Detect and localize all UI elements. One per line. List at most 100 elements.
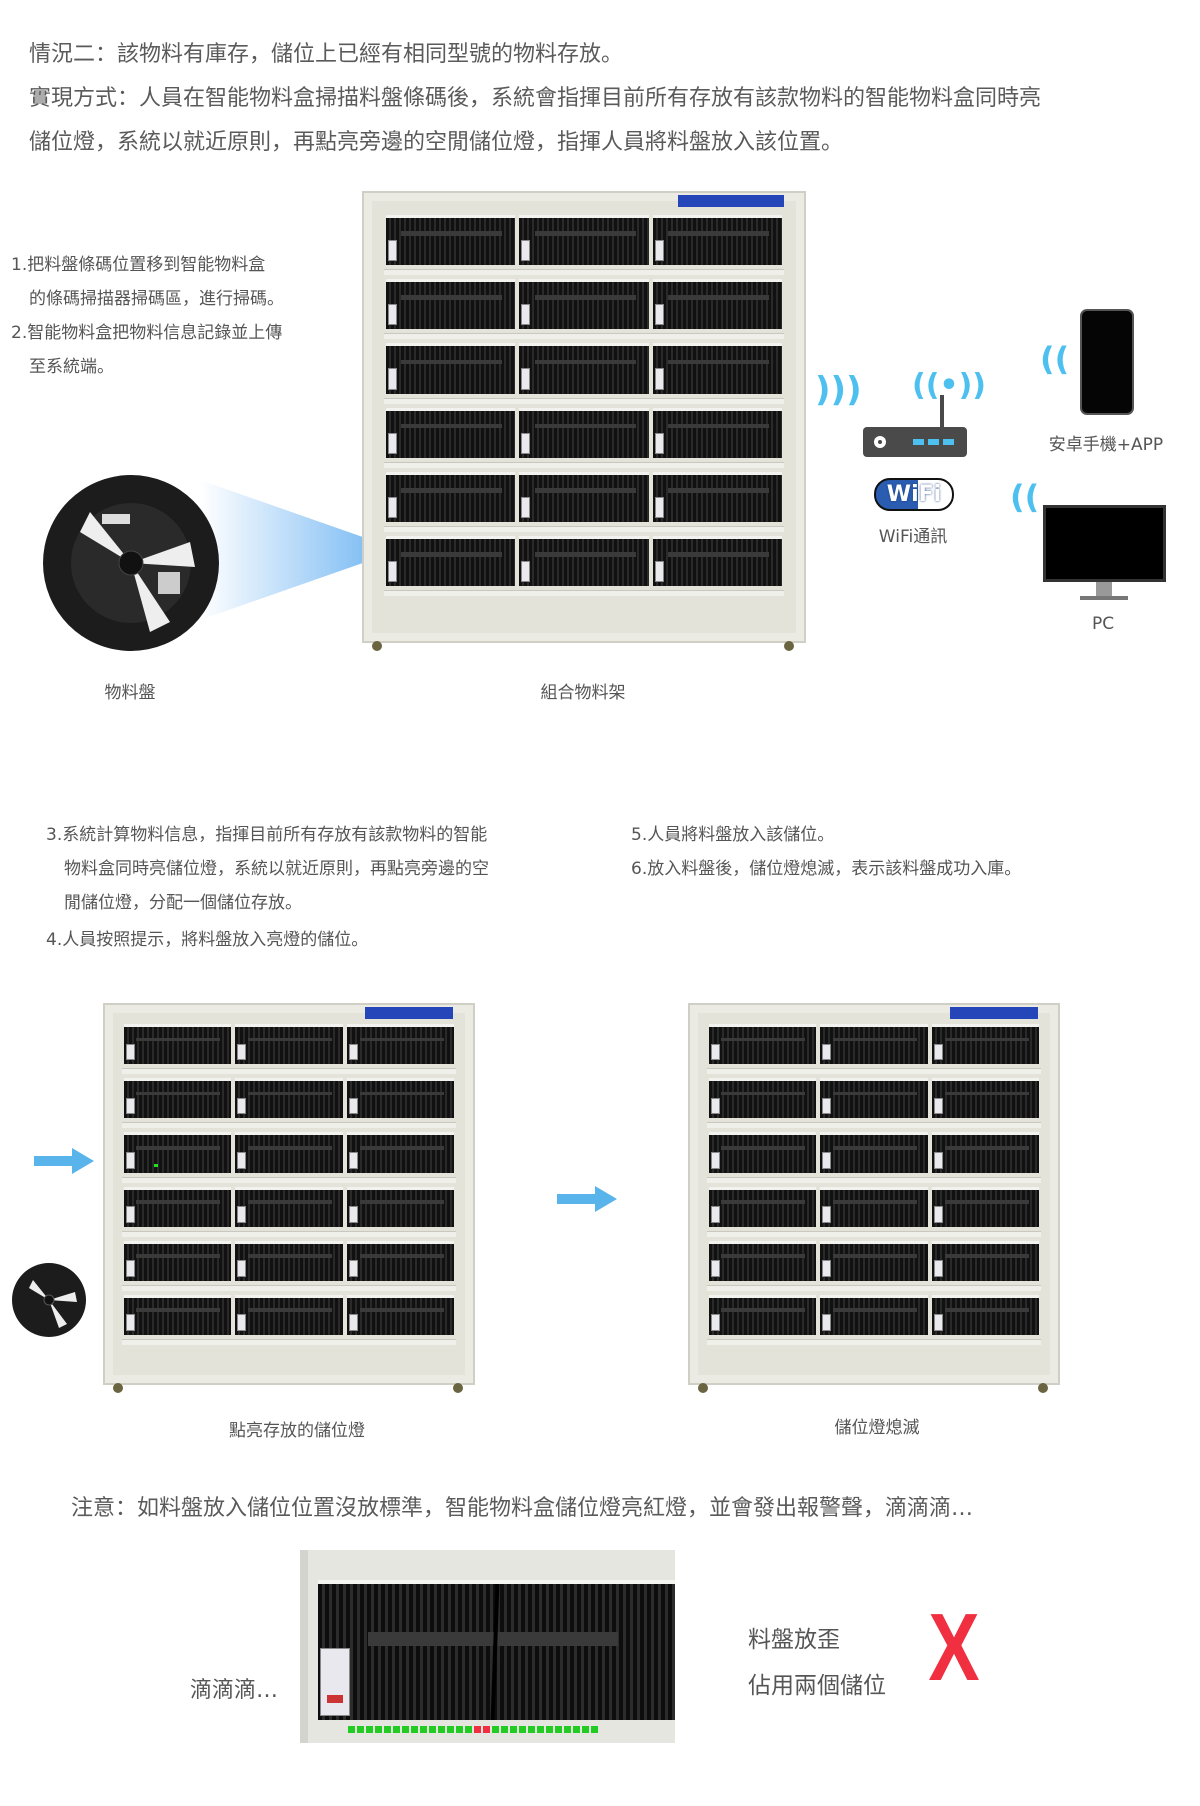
smart-material-box <box>123 1240 232 1281</box>
red-led <box>474 1726 481 1733</box>
green-led <box>420 1726 427 1733</box>
green-led <box>456 1726 463 1733</box>
box-controller <box>710 1206 720 1223</box>
monitor-base <box>1080 596 1128 600</box>
box-controller <box>348 1097 358 1115</box>
caster-wheel <box>113 1383 123 1393</box>
box-controller <box>710 1260 720 1277</box>
shelf <box>121 1176 457 1183</box>
green-led <box>411 1726 418 1733</box>
shelf <box>706 1230 1042 1237</box>
smart-material-box <box>123 1024 232 1065</box>
rack-off <box>688 1003 1060 1393</box>
shelf <box>706 1122 1042 1129</box>
smart-material-box <box>931 1240 1040 1281</box>
pc-label: PC <box>1091 614 1115 634</box>
smart-material-box <box>931 1186 1040 1227</box>
green-led <box>393 1726 400 1733</box>
green-led <box>501 1726 508 1733</box>
green-led <box>573 1726 580 1733</box>
shelf <box>383 397 785 404</box>
smart-material-box <box>346 1240 455 1281</box>
router-icon <box>863 395 967 457</box>
smart-material-box <box>708 1078 817 1119</box>
issue-tilted: 料盤放歪 <box>748 1627 840 1653</box>
caster-wheel <box>1038 1383 1048 1393</box>
box-controller <box>521 496 531 518</box>
controller-unit <box>320 1648 350 1716</box>
smart-material-box <box>123 1295 232 1336</box>
box-controller <box>125 1206 135 1223</box>
step-2-line-1: 2.智能物料盒把物料信息記錄並上傳 <box>11 323 283 343</box>
led-strip <box>348 1726 598 1733</box>
shelf <box>121 1068 457 1075</box>
step-3-line-2: 物料盒同時亮儲位燈，系統以就近原則，再點亮旁邊的空 <box>64 859 489 879</box>
box-controller <box>387 432 397 454</box>
green-led <box>555 1726 562 1733</box>
green-led <box>537 1726 544 1733</box>
box-controller <box>348 1206 358 1223</box>
smart-material-box <box>820 1240 928 1281</box>
smart-material-box <box>235 1295 343 1336</box>
smart-material-box <box>385 407 516 458</box>
monitor-stand <box>1096 582 1112 596</box>
smart-material-box <box>708 1186 817 1227</box>
smart-material-box <box>519 407 649 458</box>
smart-material-box <box>820 1078 928 1119</box>
smart-material-box <box>652 279 783 330</box>
rack-label: 組合物料架 <box>540 683 626 703</box>
green-led <box>564 1726 571 1733</box>
box-controller <box>125 1314 135 1332</box>
note-text: 注意：如料盤放入儲位位置沒放標準，智能物料盒儲位燈亮紅燈，並會發出報警聲，滴滴滴… <box>71 1496 974 1521</box>
box-controller <box>710 1097 720 1115</box>
smart-material-box <box>346 1295 455 1336</box>
box-controller <box>348 1260 358 1277</box>
box-controller <box>237 1097 247 1115</box>
caster-wheel <box>372 641 382 651</box>
box-controller <box>710 1043 720 1061</box>
lit-label: 點亮存放的儲位燈 <box>229 1421 365 1441</box>
smart-material-box <box>519 279 649 330</box>
smart-material-box <box>519 471 649 522</box>
phone-icon <box>1080 309 1134 415</box>
smart-material-box <box>346 1132 455 1173</box>
step-6: 6.放入料盤後，儲位燈熄滅，表示該料盤成功入庫。 <box>631 859 1022 879</box>
smart-material-box <box>346 1078 455 1119</box>
box-controller <box>387 368 397 390</box>
green-led <box>519 1726 526 1733</box>
box-controller <box>710 1314 720 1332</box>
smart-material-box <box>519 535 649 587</box>
smart-material-box <box>652 407 783 458</box>
material-reel-icon <box>43 475 219 651</box>
control-panel <box>678 195 784 207</box>
green-led <box>447 1726 454 1733</box>
smart-material-box <box>708 1024 817 1065</box>
smart-material-box <box>931 1132 1040 1173</box>
green-led <box>366 1726 373 1733</box>
box-controller <box>654 304 664 326</box>
green-led <box>591 1726 598 1733</box>
box-controller <box>348 1043 358 1061</box>
box-controller <box>521 560 531 583</box>
control-panel <box>364 1007 453 1019</box>
box-controller <box>654 239 664 262</box>
smart-material-box <box>652 471 783 522</box>
box-controller <box>710 1151 720 1169</box>
smart-material-box <box>385 214 516 266</box>
green-led <box>528 1726 535 1733</box>
smart-material-box <box>235 1078 343 1119</box>
caster-wheel <box>698 1383 708 1393</box>
green-led <box>348 1726 355 1733</box>
step-1-line-1: 1.把料盤條碼位置移到智能物料盒 <box>11 255 266 275</box>
smart-material-box <box>235 1240 343 1281</box>
smart-material-box <box>931 1078 1040 1119</box>
box-controller <box>521 239 531 262</box>
smart-material-box <box>652 214 783 266</box>
box-controller <box>654 368 664 390</box>
smart-material-box <box>652 343 783 394</box>
control-panel <box>949 1007 1038 1019</box>
box-controller <box>822 1314 832 1332</box>
green-led <box>582 1726 589 1733</box>
shelf <box>121 1230 457 1237</box>
shelf <box>706 1176 1042 1183</box>
